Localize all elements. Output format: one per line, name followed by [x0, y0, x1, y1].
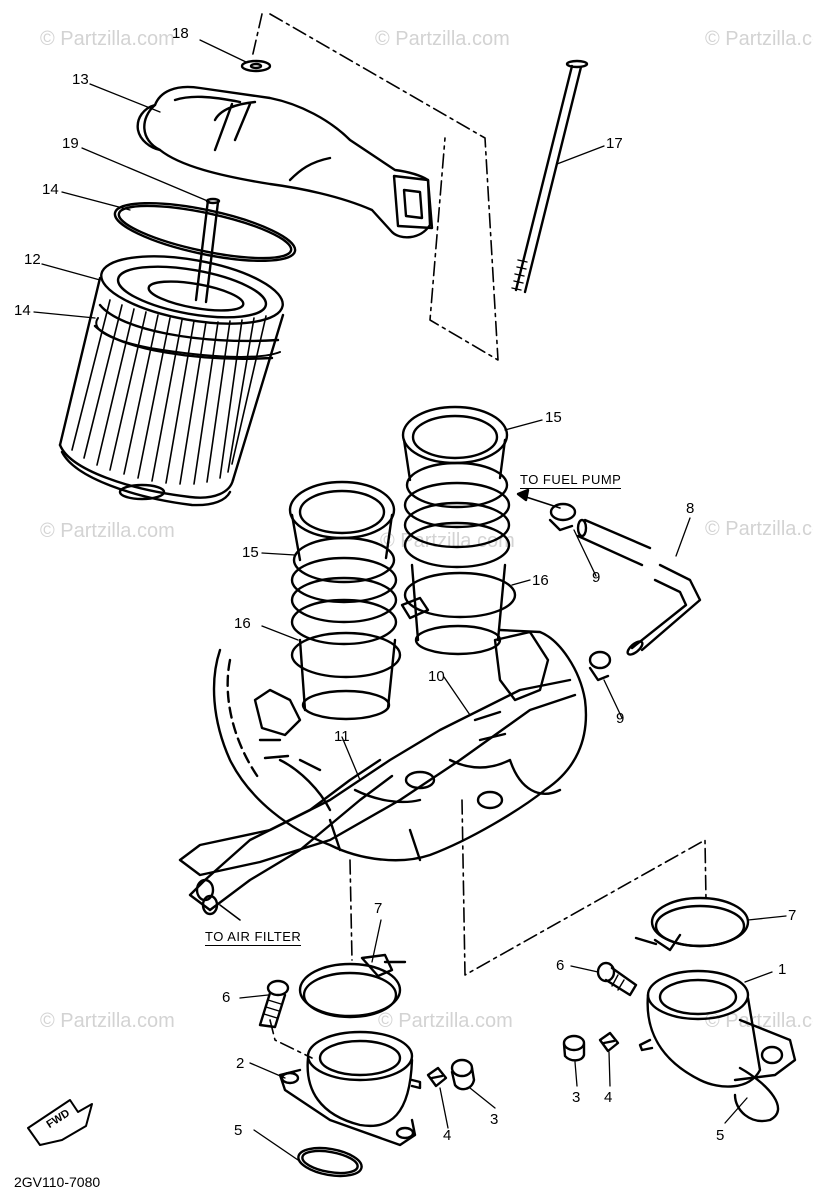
clamp-16-left — [290, 631, 402, 679]
watermark: © Partzilla.com — [705, 1010, 813, 1032]
watermark: © Partzilla.com — [375, 28, 510, 50]
o-ring-5-left — [297, 1146, 363, 1178]
velocity-stack-15-right — [401, 405, 511, 656]
note-to-air-filter: TO AIR FILTER — [205, 929, 302, 946]
clamp-16-right — [403, 571, 517, 619]
intake-joint-2 — [278, 1030, 422, 1147]
callout-5: 5 — [716, 1127, 725, 1144]
callout-13: 13 — [72, 71, 89, 88]
washer-18 — [240, 59, 272, 73]
callout-14: 14 — [42, 181, 59, 198]
fwd-arrow-icon — [27, 1099, 93, 1146]
callout-18: 18 — [172, 25, 189, 42]
watermark: © Partzilla.com — [40, 520, 175, 542]
callout-5: 5 — [234, 1122, 243, 1139]
clip-4-left — [426, 1066, 448, 1088]
callout-2: 2 — [236, 1055, 245, 1072]
watermark: © Partzilla.com — [378, 1010, 513, 1032]
callout-19: 19 — [62, 135, 79, 152]
long-bolt-17 — [511, 59, 589, 294]
callout-9: 9 — [616, 710, 625, 727]
callout-12: 12 — [24, 251, 41, 268]
note-to-fuel-pump: TO FUEL PUMP — [520, 472, 622, 489]
watermark: © Partzilla.com — [40, 1010, 175, 1032]
carburetor-assembly — [212, 628, 588, 862]
callout-1: 1 — [778, 961, 787, 978]
clip-4-right — [598, 1031, 620, 1053]
callout-15: 15 — [545, 409, 562, 426]
intake-joint-1 — [638, 969, 797, 1088]
callout-3: 3 — [572, 1089, 581, 1106]
air-cleaner-case-13 — [136, 85, 434, 239]
hose-10 — [178, 678, 577, 877]
callout-16: 16 — [532, 572, 549, 589]
bolt-6-left — [258, 979, 290, 1029]
callout-4: 4 — [443, 1127, 452, 1144]
callout-9: 9 — [592, 569, 601, 586]
callout-6: 6 — [556, 957, 565, 974]
callout-7: 7 — [788, 907, 797, 924]
callout-8: 8 — [686, 500, 695, 517]
cap-3-right — [562, 1034, 586, 1062]
callout-4: 4 — [604, 1089, 613, 1106]
watermark: © Partzilla.com — [380, 530, 515, 552]
velocity-stack-15-left — [288, 480, 398, 721]
hose-11 — [188, 758, 394, 916]
callout-15: 15 — [242, 544, 259, 561]
diagram-code: 2GV110-7080 — [14, 1174, 101, 1190]
callout-11: 11 — [334, 728, 350, 745]
hose-clip-9-upper — [548, 502, 577, 532]
fuel-hose-8 — [576, 518, 702, 656]
callout-7: 7 — [374, 900, 383, 917]
cap-3-left — [450, 1058, 476, 1091]
callout-10: 10 — [428, 668, 445, 685]
watermark: © Partzilla.com — [705, 28, 813, 50]
callout-17: 17 — [606, 135, 623, 152]
filter-element-12 — [58, 255, 285, 507]
watermark: © Partzilla.com — [40, 28, 175, 50]
callout-6: 6 — [222, 989, 231, 1006]
callout-16: 16 — [234, 615, 251, 632]
bolt-6-right — [596, 961, 638, 997]
o-ring-5-right — [733, 1066, 780, 1123]
watermark: © Partzilla.com — [705, 518, 813, 540]
hose-clip-9-lower — [588, 650, 612, 682]
callout-14: 14 — [14, 302, 31, 319]
clamp-7-right — [634, 896, 750, 952]
clamp-7-left — [298, 953, 407, 1019]
callout-3: 3 — [490, 1111, 499, 1128]
